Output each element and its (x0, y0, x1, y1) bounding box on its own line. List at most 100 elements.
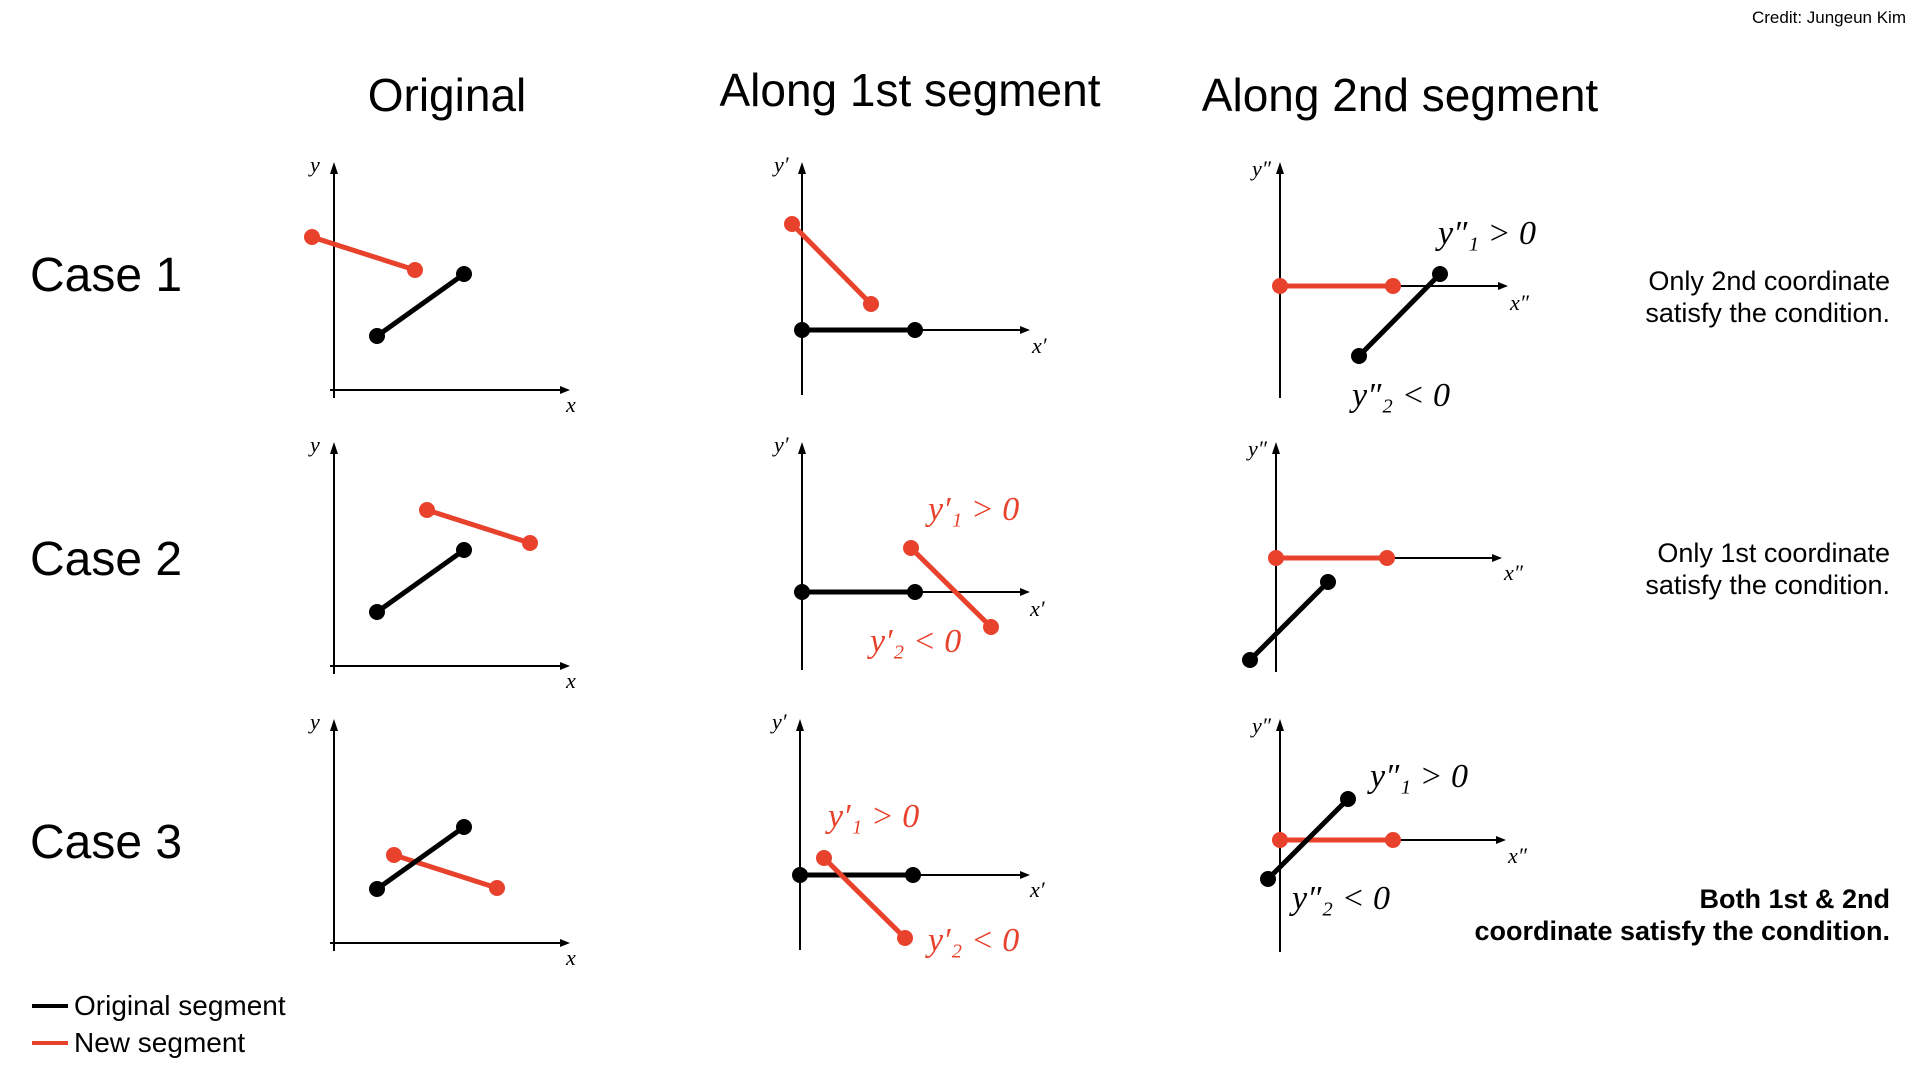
original-endpoint (369, 881, 385, 897)
y-axis-label: y″ (1246, 436, 1268, 461)
x-axis-label: x′ (1031, 333, 1048, 358)
new-endpoint (903, 540, 919, 556)
y-axis-arrow (798, 442, 806, 454)
new-endpoint (897, 930, 913, 946)
original-segment (1357, 272, 1442, 358)
case2-second-panel: x″ y″ (1242, 436, 1524, 672)
x-axis-label: x′ (1029, 877, 1046, 902)
original-endpoint (1432, 266, 1448, 282)
case1-note-line1: Only 2nd coordinate (1648, 266, 1890, 296)
new-segment (909, 546, 993, 629)
case2-note-line1: Only 1st coordinate (1657, 538, 1890, 568)
y-axis-label: y (308, 432, 320, 457)
case1-first-panel: x′ y′ (772, 152, 1048, 395)
original-segment (375, 547, 466, 615)
legend-original-swatch (32, 1004, 68, 1008)
new-endpoint (816, 850, 832, 866)
new-endpoint (407, 262, 423, 278)
x-axis-arrow (560, 662, 570, 670)
x-axis-label: x (565, 392, 576, 417)
annotation-y1-positive: y″₁ > 0 (1435, 215, 1536, 252)
new-endpoint (863, 296, 879, 312)
new-endpoint (784, 216, 800, 232)
column-title-first: Along 1st segment (719, 64, 1101, 116)
x-axis-label: x (565, 668, 576, 693)
new-endpoint (983, 619, 999, 635)
original-endpoint (907, 584, 923, 600)
original-endpoint (1340, 791, 1356, 807)
x-axis-label: x″ (1503, 560, 1524, 585)
new-segment (790, 222, 873, 306)
x-axis-label: x′ (1029, 596, 1046, 621)
case3-original-panel: x y (308, 709, 576, 970)
original-segment (1248, 580, 1330, 662)
x-axis-arrow (560, 939, 570, 947)
case2-note: Only 1st coordinate satisfy the conditio… (1645, 538, 1890, 602)
case3-note-line2: coordinate satisfy the condition. (1474, 915, 1890, 946)
original-endpoint (794, 322, 810, 338)
legend-new: New segment (32, 1027, 245, 1059)
y-axis-label: y′ (772, 432, 790, 457)
original-endpoint (369, 604, 385, 620)
original-endpoint (369, 328, 385, 344)
new-endpoint (522, 535, 538, 551)
case3-note-line1: Both 1st & 2nd (1699, 884, 1890, 914)
new-segment (822, 856, 907, 940)
column-title-second: Along 2nd segment (1201, 69, 1599, 121)
y-axis-arrow (1276, 719, 1284, 731)
case1-note-line2: satisfy the condition. (1645, 297, 1890, 328)
new-endpoint (386, 847, 402, 863)
annotation-y2-negative: y″₂ < 0 (1349, 377, 1450, 414)
y-axis-label: y″ (1250, 713, 1272, 738)
legend-original: Original segment (32, 990, 286, 1022)
new-endpoint (1385, 832, 1401, 848)
original-segment (375, 824, 466, 892)
original-endpoint (907, 322, 923, 338)
new-endpoint (489, 880, 505, 896)
y-axis-label: y (308, 152, 320, 177)
x-axis-label: x″ (1507, 843, 1528, 868)
new-endpoint (1268, 550, 1284, 566)
y-axis-arrow (330, 719, 338, 731)
x-axis-arrow (1020, 871, 1030, 879)
annotation-y1-positive: y′₁ > 0 (925, 491, 1019, 528)
new-endpoint (1272, 278, 1288, 294)
new-segment (311, 234, 416, 273)
new-endpoint (419, 502, 435, 518)
y-axis-label: y (308, 709, 320, 734)
y-axis-label: y′ (772, 152, 790, 177)
y-axis-label: y′ (770, 709, 788, 734)
case2-first-panel: x′ y′ y′₁ > 0 y′₂ < 0 (772, 432, 1046, 670)
y-axis-arrow (1272, 442, 1280, 454)
case3-first-panel: x′ y′ y′₁ > 0 y′₂ < 0 (770, 709, 1046, 959)
original-endpoint (1242, 652, 1258, 668)
new-segment (393, 852, 498, 891)
annotation-y2-negative: y′₂ < 0 (867, 623, 961, 660)
x-axis-arrow (1498, 282, 1508, 290)
new-endpoint (304, 229, 320, 245)
case-label-3: Case 3 (30, 816, 183, 869)
legend-new-label: New segment (74, 1027, 246, 1058)
original-segment (1266, 797, 1350, 881)
x-axis-label: x″ (1509, 290, 1530, 315)
original-endpoint (905, 867, 921, 883)
new-endpoint (1385, 278, 1401, 294)
original-endpoint (1320, 574, 1336, 590)
new-endpoint (1272, 832, 1288, 848)
case3-second-panel: x″ y″ y″₁ > 0 y″₂ < 0 (1250, 713, 1528, 952)
x-axis-arrow (1492, 554, 1502, 562)
y-axis-label: y″ (1250, 156, 1272, 181)
x-axis-arrow (1020, 588, 1030, 596)
legend-original-label: Original segment (74, 990, 286, 1021)
column-title-original: Original (367, 69, 527, 121)
annotation-y2-negative: y″₂ < 0 (1289, 880, 1390, 917)
legend-new-swatch (32, 1041, 68, 1045)
credit-text: Credit: Jungeun Kim (1751, 8, 1906, 27)
case1-second-panel: x″ y″ y″₁ > 0 y″₂ < 0 (1250, 156, 1536, 414)
annotation-y1-positive: y′₁ > 0 (825, 798, 919, 835)
original-endpoint (456, 542, 472, 558)
original-endpoint (1260, 871, 1276, 887)
new-endpoint (1379, 550, 1395, 566)
x-axis-arrow (1496, 836, 1506, 844)
x-axis-arrow (1020, 326, 1030, 334)
